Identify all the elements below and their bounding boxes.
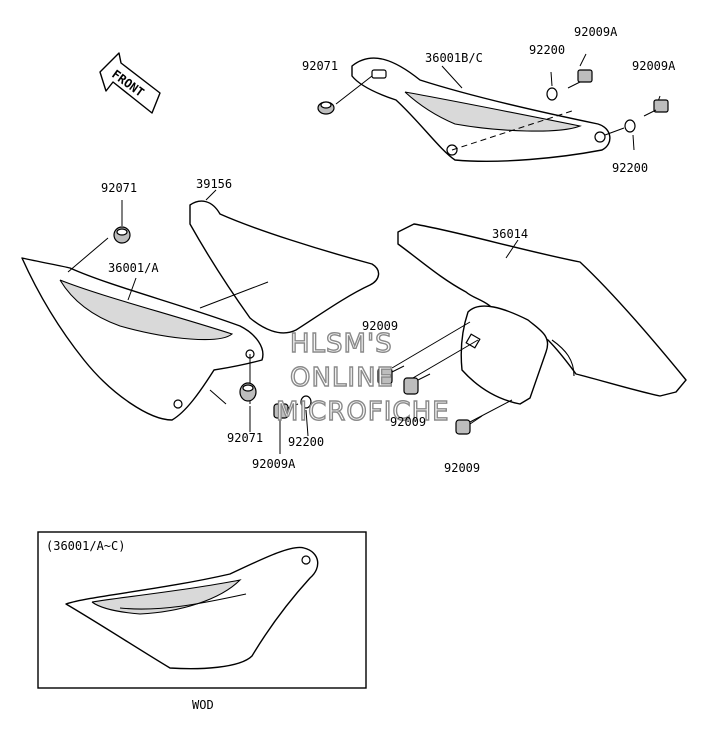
bolt-92009a-bottom-icon xyxy=(273,403,299,419)
callout-92009-a: 92009 xyxy=(362,319,398,333)
bolt-92009-c-icon xyxy=(455,415,483,435)
callout-92200-bottom: 92200 xyxy=(288,435,324,449)
callout-92009a-right: 92009A xyxy=(632,59,676,73)
grommet-92071-left-icon xyxy=(113,226,131,244)
watermark: HLSM'S ONLINE MICROFICHE xyxy=(275,328,450,427)
callout-92009a-top: 92009A xyxy=(574,25,618,39)
inset-footer: WOD xyxy=(192,698,214,712)
callout-92009-b: 92009 xyxy=(390,415,426,429)
side-cover-36001bc xyxy=(351,57,611,162)
callout-36014: 36014 xyxy=(492,227,528,241)
callout-92071-left: 92071 xyxy=(101,181,137,195)
callout-92009-c: 92009 xyxy=(444,461,480,475)
inset-variant-box: (36001/A~C) xyxy=(37,531,367,689)
grommet-92071-top-icon xyxy=(317,101,335,115)
callout-92200-top: 92200 xyxy=(529,43,565,57)
svg-text:ONLINE: ONLINE xyxy=(290,363,394,393)
callout-92071-bottom: 92071 xyxy=(227,431,263,445)
bolt-92009-a-icon xyxy=(377,365,405,385)
svg-text:HLSM'S: HLSM'S xyxy=(290,329,393,359)
washer-92200-right-icon xyxy=(624,119,636,133)
callout-92200-right: 92200 xyxy=(612,161,648,175)
bolt-92009a-top-icon xyxy=(567,69,593,89)
washer-92200-bottom-icon xyxy=(300,395,312,409)
panel-39156 xyxy=(189,200,380,334)
washer-92200-top-icon xyxy=(546,87,558,101)
callout-92009a-bottom: 92009A xyxy=(252,457,296,471)
grommet-92071-bottom-icon xyxy=(239,382,257,402)
callout-36001a: 36001/A xyxy=(108,261,159,275)
svg-text:MICROFICHE: MICROFICHE xyxy=(276,397,450,427)
callout-92071-top: 92071 xyxy=(302,59,338,73)
chain-guard-36014 xyxy=(397,223,687,405)
side-cover-36001a xyxy=(21,257,264,421)
bolt-92009a-right-icon xyxy=(643,99,669,117)
callout-36001bc: 36001B/C xyxy=(425,51,483,65)
front-arrow-icon: FRONT xyxy=(99,52,161,114)
callout-39156: 39156 xyxy=(196,177,232,191)
bolt-92009-b-icon xyxy=(403,373,431,395)
inset-caption: (36001/A~C) xyxy=(46,539,125,553)
